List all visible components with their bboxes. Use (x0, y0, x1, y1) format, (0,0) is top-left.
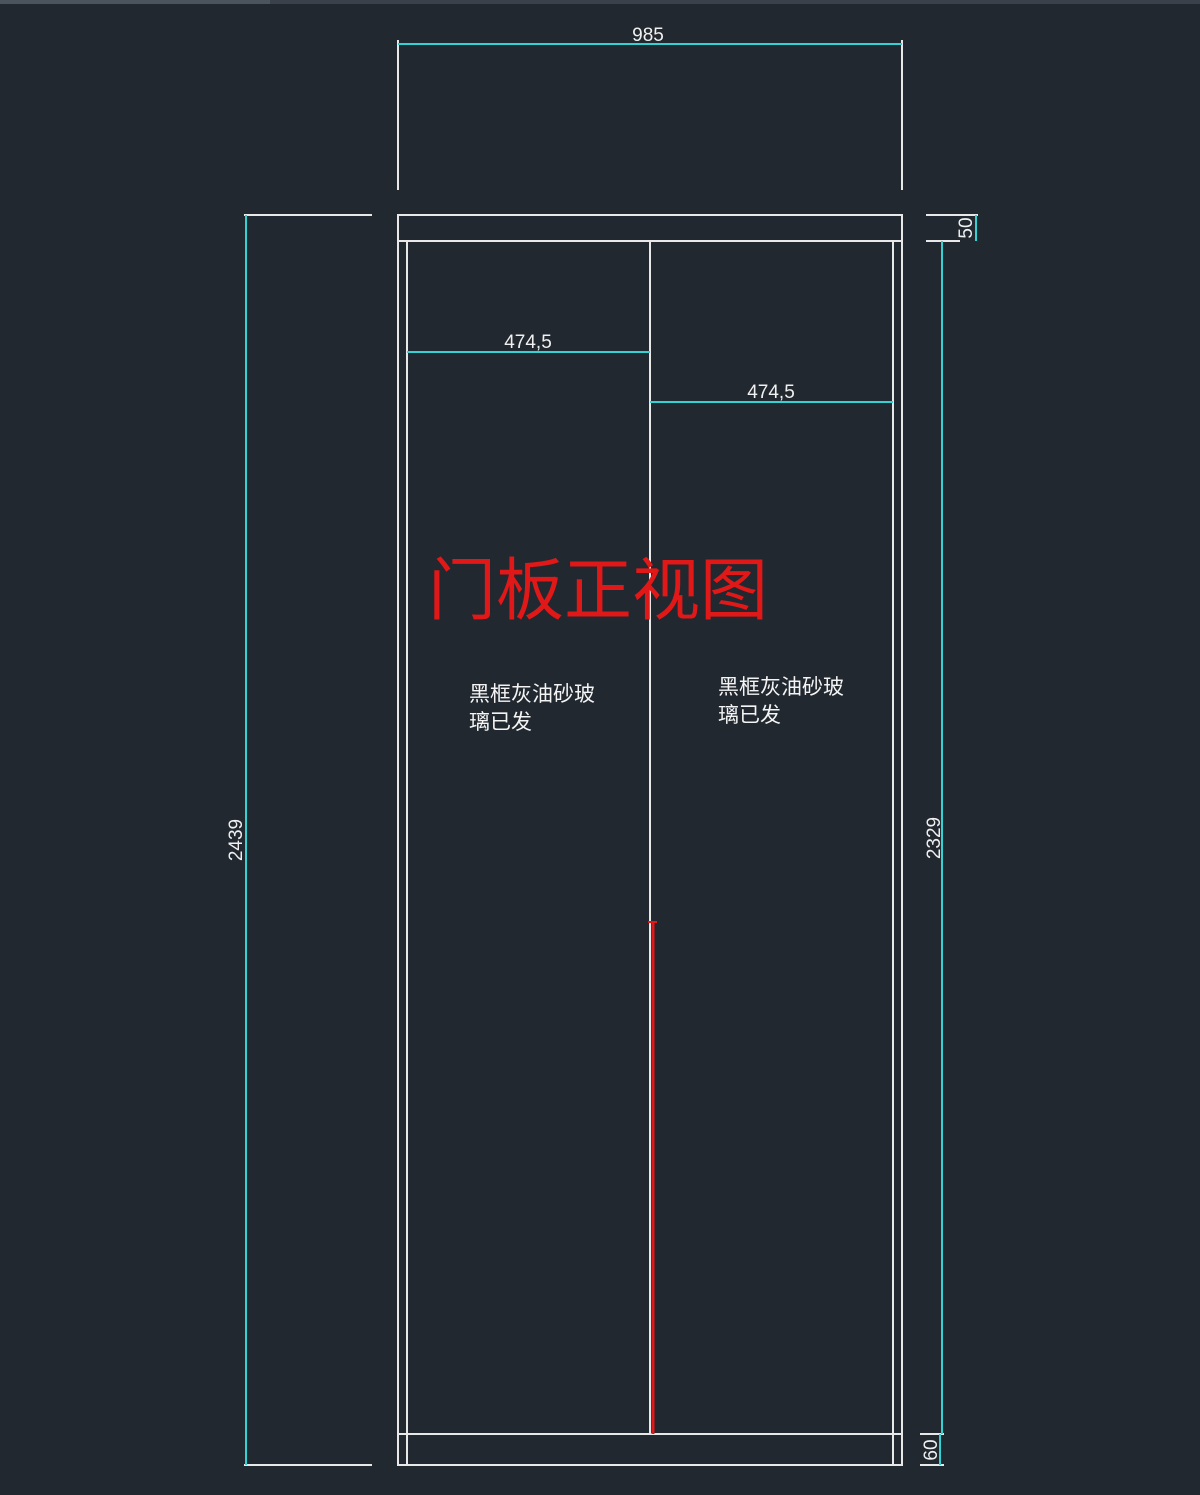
dim-top-rail-label: 50 (956, 217, 977, 238)
window-tab-strip (0, 0, 270, 4)
window-top-bar (0, 0, 1200, 4)
dim-height-label: 2439 (226, 819, 247, 861)
dim-door-height: 2329 (920, 240, 960, 1435)
dim-overall-height: 2439 (226, 214, 372, 1466)
dim-width-label: 985 (632, 25, 664, 46)
door-handle (648, 921, 657, 1434)
right-note-line-2: 璃已发 (718, 703, 781, 727)
left-note-line-1: 黑框灰油砂玻 (469, 682, 595, 706)
left-panel-note: 黑框灰油砂玻 璃已发 (469, 682, 595, 734)
drawing-title: 门板正视图 (428, 552, 768, 631)
dim-top-rail: 50 (926, 214, 978, 241)
dim-bottom-rail: 60 (920, 1434, 944, 1466)
door-outline (397, 214, 903, 1466)
dim-door-height-label: 2329 (924, 817, 945, 859)
dim-left-panel-width: 474,5 (406, 332, 650, 378)
dim-overall-width: 985 (397, 25, 903, 190)
dim-left-panel-label: 474,5 (504, 332, 552, 353)
right-note-line-1: 黑框灰油砂玻 (718, 675, 844, 699)
dim-right-panel-width: 474,5 (650, 382, 894, 420)
dim-bottom-rail-label: 60 (921, 1439, 942, 1460)
outer-frame (397, 214, 903, 1466)
dim-right-panel-label: 474,5 (747, 382, 795, 403)
right-panel-note: 黑框灰油砂玻 璃已发 (718, 675, 844, 727)
left-note-line-2: 璃已发 (469, 710, 532, 734)
